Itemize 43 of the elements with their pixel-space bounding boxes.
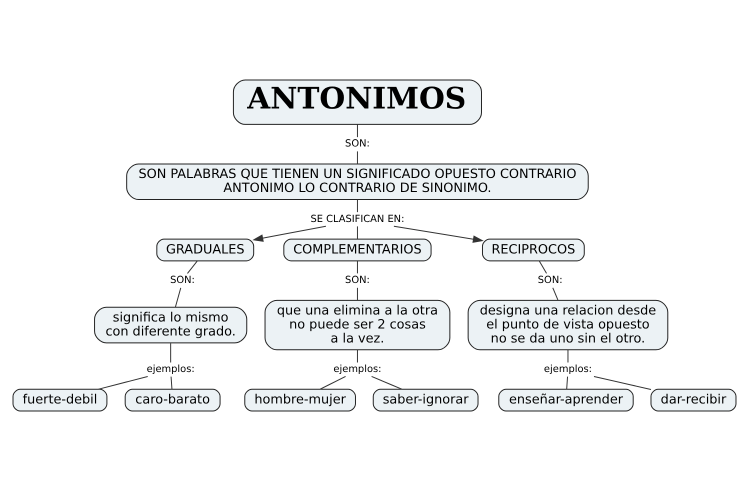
node-text: SON:: [538, 275, 563, 286]
arrow: [252, 226, 326, 242]
node-text: SON:: [345, 138, 370, 150]
connector: [356, 199, 358, 213]
connector: [593, 376, 652, 390]
node-box: designa una relacion desde el punto de vista opuesto no se da uno sin el otro.: [468, 300, 668, 350]
connector: [356, 226, 358, 240]
connector: [566, 376, 568, 390]
node-box: saber-ignorar: [372, 388, 479, 412]
connector: [356, 260, 358, 274]
node-box: SON PALABRAS QUE TIENEN UN SIGNIFICADO OPUESTO CONTRARIO ANTONIMO LO CONTRARIO DE SINONIMO.: [126, 163, 589, 200]
node-text: SE CLASIFICAN EN:: [310, 214, 404, 225]
node-text: SON:: [345, 275, 370, 286]
connector: [356, 150, 358, 164]
connector: [371, 376, 402, 390]
node-box: fuerte-debil: [12, 388, 108, 412]
connector: [356, 349, 358, 363]
connector: [170, 376, 172, 390]
connector: [174, 287, 182, 308]
node-text: ejemplos:: [333, 364, 382, 376]
connector: [567, 349, 568, 363]
node-text: SON:: [170, 275, 195, 286]
connector: [356, 287, 358, 300]
node-box: dar-recibir: [650, 388, 736, 412]
node-box: ANTONIMOS: [232, 79, 482, 125]
node-box: hombre-mujer: [244, 388, 356, 412]
connector: [552, 287, 558, 300]
connector: [320, 376, 346, 390]
node-text: ejemplos:: [544, 364, 592, 376]
node-box: GRADUALES: [156, 238, 254, 262]
node-box: caro-barato: [124, 388, 221, 412]
connector: [538, 260, 548, 274]
node-box: significa lo mismo con diferente grado.: [94, 306, 248, 344]
connector: [356, 124, 358, 138]
node-box: RECIPROCOS: [482, 238, 585, 262]
node-text: ejemplos:: [146, 364, 195, 376]
connector: [186, 260, 198, 274]
arrow: [393, 226, 484, 243]
node-box: enseñar-aprender: [498, 388, 634, 412]
node-box: que una elimina a la otra no puede ser 2 cosas a la vez.: [264, 300, 450, 350]
connector: [170, 342, 172, 363]
node-box: COMPLEMENTARIOS: [283, 238, 432, 262]
connector: [98, 376, 148, 390]
